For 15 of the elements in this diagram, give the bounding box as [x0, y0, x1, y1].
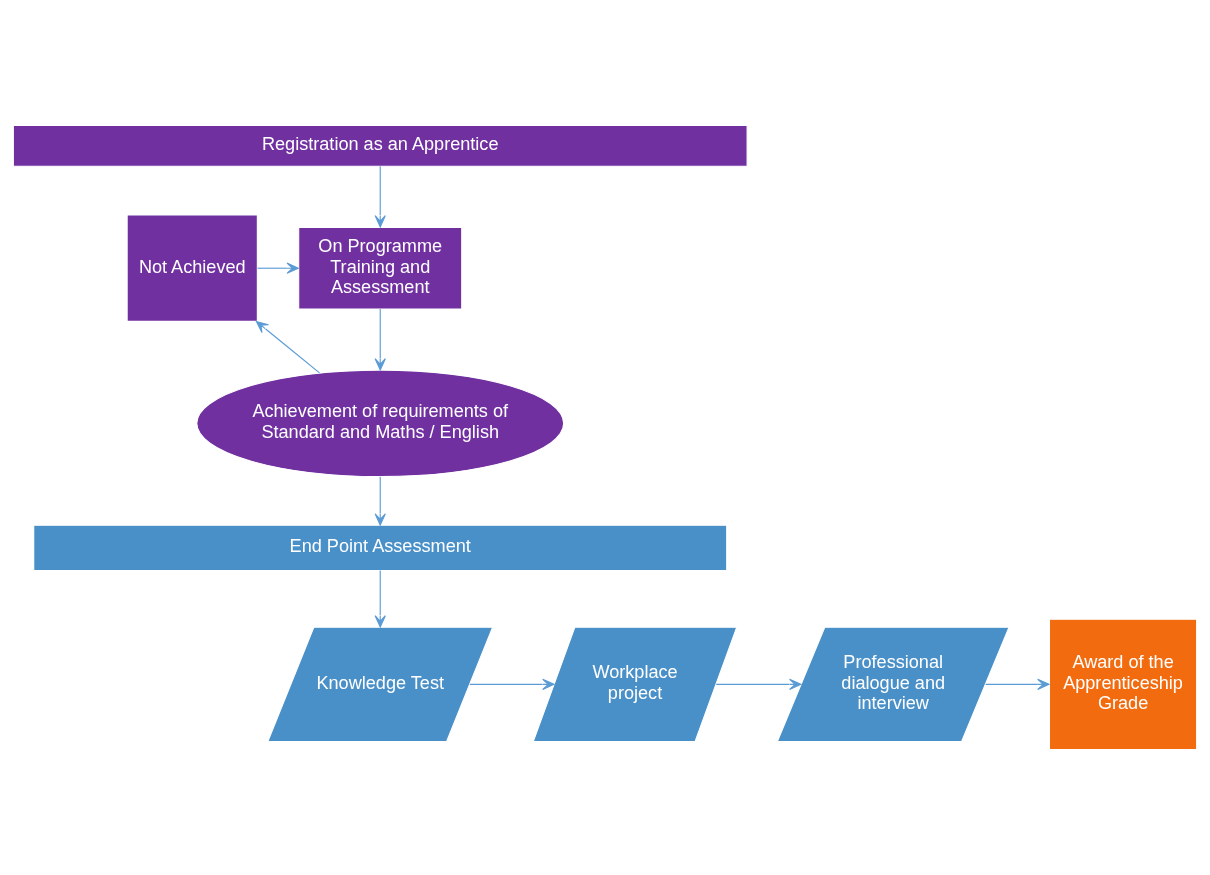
arrow	[374, 308, 386, 371]
arrow	[257, 262, 299, 274]
node-box: Not Achieved	[126, 214, 258, 322]
arrow	[469, 678, 555, 690]
arrow	[374, 165, 386, 228]
node-box: Registration as an Apprentice	[12, 124, 748, 167]
node-box: Award of the Apprenticeship Grade	[1048, 618, 1198, 751]
arrow	[715, 678, 802, 690]
node-box: End Point Assessment	[33, 524, 728, 572]
arrow	[374, 476, 386, 526]
node-ellipse: Achievement of requirements of Standard and Maths / English	[196, 369, 565, 478]
arrow	[255, 320, 321, 374]
arrow	[985, 678, 1050, 690]
arrow	[374, 570, 386, 628]
node-box: On Programme Training and Assessment	[298, 226, 463, 310]
